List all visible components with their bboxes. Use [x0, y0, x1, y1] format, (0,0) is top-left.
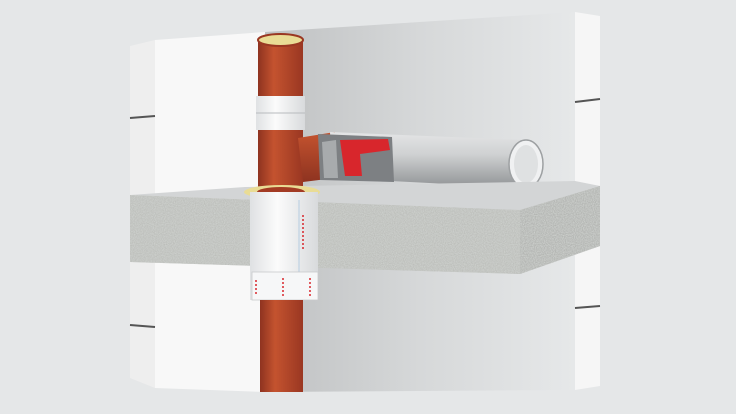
lower-wrap-band	[251, 271, 319, 301]
slab-side-texture	[520, 186, 600, 274]
slab-top	[130, 181, 600, 210]
wall-joint	[574, 305, 601, 309]
branch-pipe-inner	[514, 145, 538, 183]
fire-collar-edge	[322, 140, 338, 178]
pipe-top-opening	[257, 33, 304, 47]
wall-joint	[129, 115, 156, 119]
wall-joint	[129, 324, 156, 328]
slab-front-texture	[130, 195, 520, 274]
fire-collar-red	[340, 139, 390, 176]
wall-joint	[574, 98, 601, 103]
vertical-pipe-lower	[260, 300, 303, 392]
